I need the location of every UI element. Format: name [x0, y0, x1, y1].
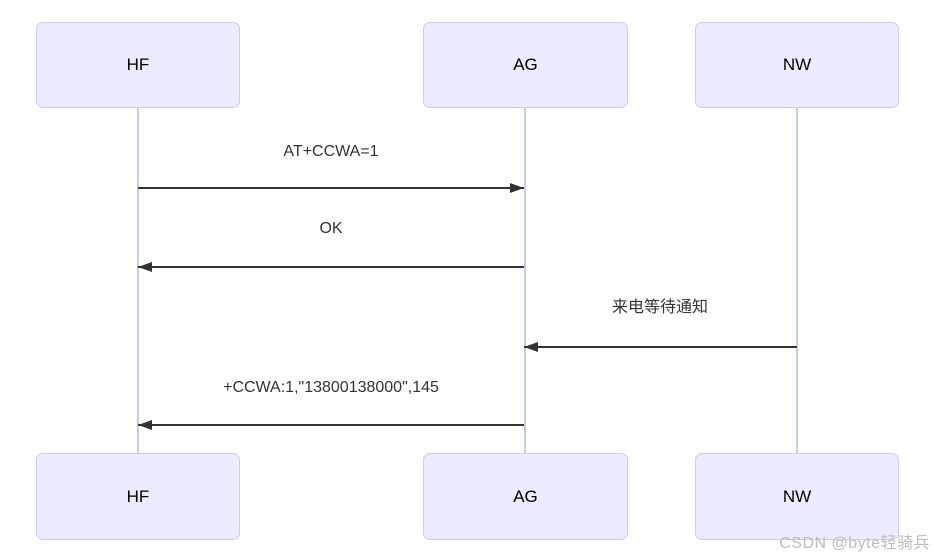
message-label-call-waiting-notify: 来电等待通知 — [611, 299, 709, 316]
actor-label-hf: HF — [126, 55, 150, 74]
arrowhead-left-icon — [524, 342, 538, 352]
actor-box-nw-top: NW — [695, 22, 899, 108]
message-arrow-ok — [138, 262, 524, 272]
lifeline-hf — [137, 108, 139, 453]
arrowhead-left-icon — [138, 262, 152, 272]
actor-label-hf-bottom: HF — [126, 486, 150, 506]
arrowhead-right-icon — [510, 183, 524, 193]
actor-label-nw: NW — [782, 55, 812, 74]
csdn-watermark: CSDN @byte轻骑兵 — [779, 535, 930, 552]
actor-box-nw-bottom: NW — [695, 453, 899, 540]
lifeline-ag — [524, 108, 526, 453]
actor-box-hf-bottom: HF — [36, 453, 240, 540]
arrow-line — [138, 424, 524, 426]
arrow-line — [138, 187, 524, 189]
message-arrow-at-ccwa — [138, 183, 524, 193]
actor-label-ag: AG — [513, 55, 538, 74]
actor-label-ag-bottom: AG — [513, 486, 538, 506]
message-label-at-ccwa: AT+CCWA=1 — [283, 143, 379, 160]
arrowhead-left-icon — [138, 420, 152, 430]
arrow-line — [138, 266, 524, 268]
message-arrow-call-waiting-notify — [524, 342, 797, 352]
actor-box-hf-top: HF — [36, 22, 240, 108]
message-label-ok: OK — [319, 220, 343, 237]
actor-label-nw-bottom: NW — [782, 486, 812, 506]
actor-box-ag-top: AG — [423, 22, 628, 108]
actor-box-ag-bottom: AG — [423, 453, 628, 540]
message-label-ccwa-unsolicited: +CCWA:1,"13800138000",145 — [223, 379, 439, 396]
arrow-line — [524, 346, 797, 348]
lifeline-nw — [796, 108, 798, 453]
message-arrow-ccwa-unsolicited — [138, 420, 524, 430]
